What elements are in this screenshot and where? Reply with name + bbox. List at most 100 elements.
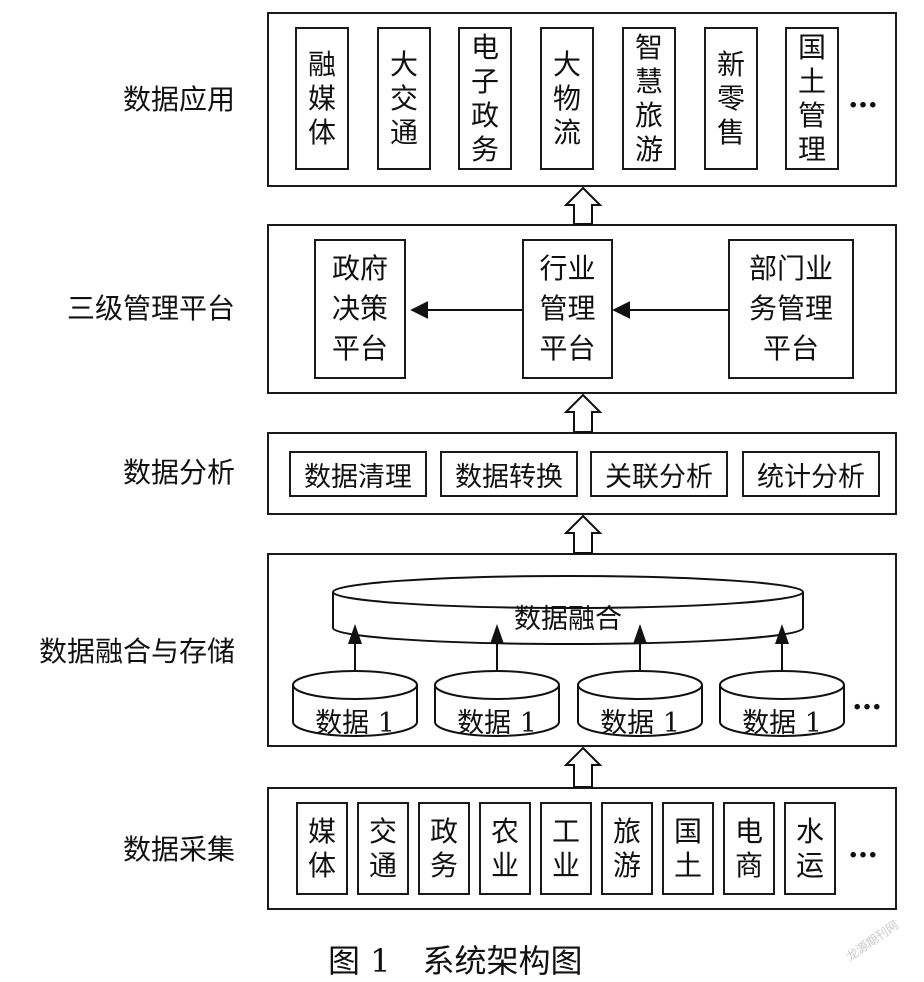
application-ellipsis: … bbox=[848, 80, 879, 115]
collection-box: 政务 bbox=[418, 802, 470, 895]
app-box: 大交通 bbox=[377, 27, 431, 170]
hollow-up-arrow-1 bbox=[563, 186, 603, 225]
app-box-char: 流 bbox=[552, 115, 581, 149]
app-box-char: 交 bbox=[389, 81, 418, 115]
collection-box-char: 土 bbox=[673, 848, 702, 882]
collection-box-char: 运 bbox=[795, 848, 824, 882]
fusion-label: 数据融合 bbox=[514, 604, 622, 635]
hollow-up-arrow-3 bbox=[563, 514, 603, 554]
collection-box: 农业 bbox=[479, 802, 531, 895]
app-box-char: 务 bbox=[470, 132, 499, 166]
collection-box: 工业 bbox=[540, 802, 592, 895]
platform-box-line: 决策 bbox=[331, 292, 388, 325]
app-box-char: 大 bbox=[389, 47, 418, 81]
platform-box-line: 行业 bbox=[539, 252, 596, 285]
collection-box: 电商 bbox=[723, 802, 775, 895]
platform-box-line: 平台 bbox=[331, 332, 388, 365]
app-box: 智慧旅游 bbox=[622, 27, 676, 170]
app-box: 电子政务 bbox=[458, 27, 512, 170]
platform-box-line: 平台 bbox=[762, 332, 819, 365]
storage-cylinder bbox=[577, 670, 703, 737]
collection-box-char: 商 bbox=[734, 848, 763, 882]
collection-box-char: 媒 bbox=[307, 814, 336, 848]
app-box-char: 新 bbox=[716, 47, 745, 81]
fusion-ellipsis: … bbox=[852, 682, 883, 717]
app-box-char: 零 bbox=[716, 81, 745, 115]
platform-box: 政府决策平台 bbox=[314, 239, 406, 379]
store-label: 数据 1 bbox=[315, 708, 395, 739]
label-data-analysis: 数据分析 bbox=[122, 456, 235, 489]
collection-box-char: 务 bbox=[429, 848, 458, 882]
platform-box-line: 务管理 bbox=[748, 292, 833, 325]
store-label: 数据 1 bbox=[457, 708, 537, 739]
storage-cylinder bbox=[434, 670, 560, 737]
collection-box: 交通 bbox=[357, 802, 409, 895]
label-three-level-platform: 三级管理平台 bbox=[66, 292, 235, 325]
collection-box-char: 政 bbox=[429, 814, 458, 848]
analysis-box: 统计分析 bbox=[742, 451, 880, 497]
store-label: 数据 1 bbox=[600, 708, 680, 739]
label-data-collection: 数据采集 bbox=[122, 833, 235, 866]
app-box-char: 售 bbox=[716, 115, 745, 149]
platform-box-line: 政府 bbox=[331, 252, 388, 285]
collection-box-char: 业 bbox=[551, 848, 580, 882]
hollow-up-arrow-2 bbox=[563, 393, 603, 433]
app-box: 大物流 bbox=[540, 27, 594, 170]
app-box-char: 土 bbox=[797, 64, 826, 98]
storage-cylinder bbox=[719, 670, 845, 737]
platform-box-line: 部门业 bbox=[748, 252, 833, 285]
figure-caption: 图 1 系统架构图 bbox=[328, 942, 583, 980]
platform-box-line: 管理 bbox=[539, 292, 596, 325]
collection-box: 媒体 bbox=[296, 802, 348, 895]
app-box-char: 融 bbox=[307, 47, 336, 81]
app-box: 国土管理 bbox=[785, 27, 839, 170]
collection-box: 水运 bbox=[784, 802, 836, 895]
app-box-char: 大 bbox=[552, 47, 581, 81]
app-box-char: 慧 bbox=[634, 64, 663, 98]
app-box-char: 电 bbox=[470, 30, 499, 64]
app-box-char: 游 bbox=[634, 132, 663, 166]
collection-box-char: 体 bbox=[307, 848, 336, 882]
store-label: 数据 1 bbox=[742, 708, 822, 739]
app-box-char: 体 bbox=[307, 115, 336, 149]
collection-box-char: 通 bbox=[368, 848, 397, 882]
app-box-char: 子 bbox=[470, 64, 499, 98]
app-box-char: 国 bbox=[797, 30, 826, 64]
arrowhead bbox=[490, 624, 504, 644]
collection-box-char: 农 bbox=[490, 814, 519, 848]
app-box-char: 媒 bbox=[307, 81, 336, 115]
collection-box-char: 交 bbox=[368, 814, 397, 848]
app-box: 融媒体 bbox=[295, 27, 349, 170]
app-box-char: 政 bbox=[470, 98, 499, 132]
label-data-fusion-storage: 数据融合与存储 bbox=[38, 635, 235, 668]
arrowhead bbox=[348, 624, 362, 644]
collection-box-char: 工 bbox=[551, 814, 580, 848]
app-box-char: 管 bbox=[797, 98, 826, 132]
app-box-char: 通 bbox=[389, 115, 418, 149]
collection-box-char: 国 bbox=[673, 814, 702, 848]
storage-cylinder bbox=[292, 670, 418, 737]
platform-box: 部门业务管理平台 bbox=[728, 239, 854, 379]
app-box-char: 理 bbox=[797, 132, 826, 166]
collection-ellipsis: … bbox=[848, 830, 879, 865]
collection-box-char: 水 bbox=[795, 814, 824, 848]
arrowhead bbox=[633, 624, 647, 644]
app-box-char: 旅 bbox=[634, 98, 663, 132]
label-data-application: 数据应用 bbox=[122, 83, 235, 116]
collection-box: 国土 bbox=[662, 802, 714, 895]
collection-box-char: 业 bbox=[490, 848, 519, 882]
hollow-up-arrow-4 bbox=[563, 746, 603, 788]
platform-box-line: 平台 bbox=[539, 332, 596, 365]
collection-box-char: 旅 bbox=[612, 814, 641, 848]
fusion-cylinder bbox=[332, 575, 804, 645]
app-box-char: 物 bbox=[552, 81, 581, 115]
arrowhead bbox=[775, 624, 789, 644]
analysis-box: 数据清理 bbox=[289, 451, 427, 497]
app-box: 新零售 bbox=[704, 27, 758, 170]
platform-box: 行业管理平台 bbox=[522, 239, 613, 379]
collection-box-char: 电 bbox=[734, 814, 763, 848]
analysis-box: 关联分析 bbox=[590, 451, 728, 497]
analysis-box: 数据转换 bbox=[440, 451, 578, 497]
collection-box: 旅游 bbox=[601, 802, 653, 895]
